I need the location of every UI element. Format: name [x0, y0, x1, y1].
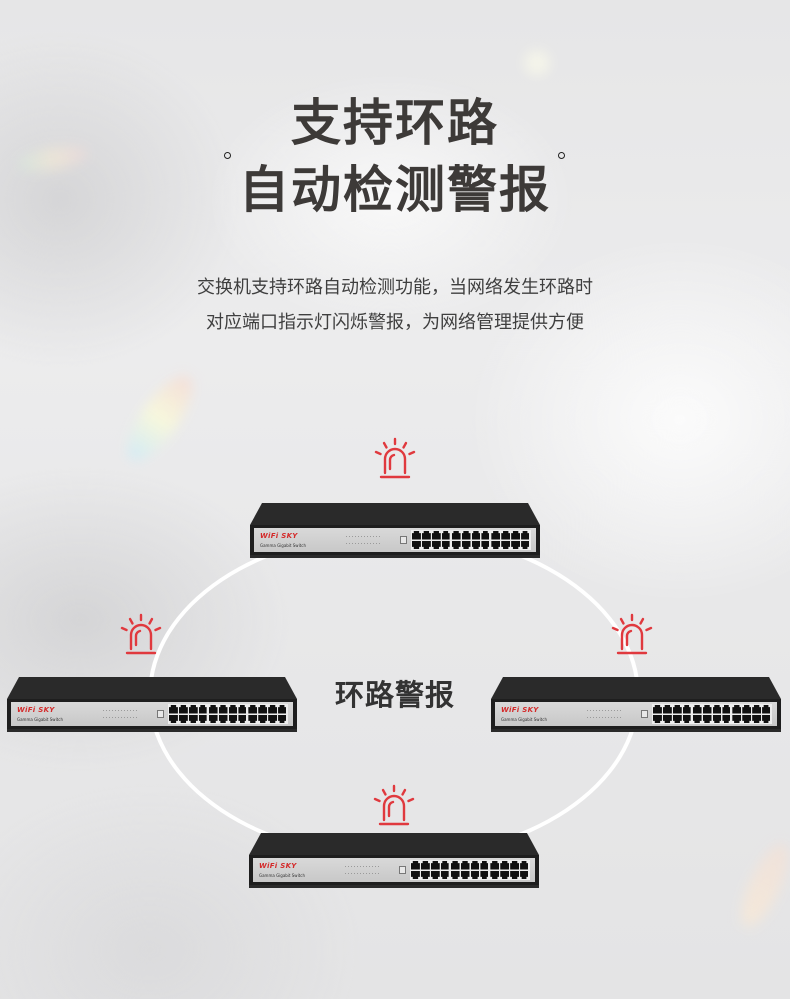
console-port-icon	[399, 866, 406, 874]
network-switch-left: WiFi SKY Gamma Gigabit Switch	[7, 677, 297, 733]
lens-flare	[522, 48, 552, 78]
switch-front-panel: WiFi SKY Gamma Gigabit Switch	[254, 528, 536, 552]
switch-front: WiFi SKY Gamma Gigabit Switch	[250, 525, 540, 555]
switch-chassis-top	[7, 677, 297, 701]
switch-front-panel: WiFi SKY Gamma Gigabit Switch	[253, 858, 535, 882]
lens-flare	[116, 366, 204, 470]
alarm-siren-icon	[371, 782, 417, 828]
switch-front: WiFi SKY Gamma Gigabit Switch	[249, 855, 539, 885]
switch-front-panel: WiFi SKY Gamma Gigabit Switch	[495, 702, 777, 726]
console-port-icon	[641, 710, 648, 718]
loop-alarm-label: 环路警报	[334, 678, 455, 712]
switch-model-label: Gamma Gigabit Switch	[260, 543, 306, 548]
ethernet-ports	[410, 860, 530, 880]
switch-brand-label: WiFi SKY	[17, 706, 55, 714]
ethernet-ports	[652, 704, 772, 724]
alarm-siren-icon	[118, 611, 164, 657]
switch-brand-label: WiFi SKY	[259, 862, 297, 870]
ethernet-ports	[168, 704, 288, 724]
switch-brand-label: WiFi SKY	[501, 706, 539, 714]
switch-model-label: Gamma Gigabit Switch	[501, 717, 547, 722]
network-switch-bottom: WiFi SKY Gamma Gigabit Switch	[249, 833, 539, 889]
headline-line-1: 支持环路	[291, 94, 499, 152]
switch-chassis-top	[491, 677, 781, 701]
alarm-siren-icon	[372, 435, 418, 481]
decorative-dot-icon	[558, 152, 565, 159]
description-line-2: 对应端口指示灯闪烁警报，为网络管理提供方便	[206, 312, 584, 333]
network-switch-right: WiFi SKY Gamma Gigabit Switch	[491, 677, 781, 733]
description-line-1: 交换机支持环路自动检测功能，当网络发生环路时	[197, 277, 593, 298]
switch-brand-label: WiFi SKY	[260, 532, 298, 540]
console-port-icon	[157, 710, 164, 718]
alarm-siren-icon	[609, 611, 655, 657]
network-switch-top: WiFi SKY Gamma Gigabit Switch	[250, 503, 540, 559]
decorative-dot-icon	[224, 152, 231, 159]
switch-front: WiFi SKY Gamma Gigabit Switch	[491, 699, 781, 729]
switch-front: WiFi SKY Gamma Gigabit Switch	[7, 699, 297, 729]
headline-line-2: 自动检测警报	[239, 161, 551, 219]
led-indicators	[587, 708, 621, 720]
switch-model-label: Gamma Gigabit Switch	[259, 873, 305, 878]
console-port-icon	[400, 536, 407, 544]
led-indicators	[345, 864, 379, 876]
switch-front-panel: WiFi SKY Gamma Gigabit Switch	[11, 702, 293, 726]
switch-chassis-top	[249, 833, 539, 857]
led-indicators	[346, 534, 380, 546]
ethernet-ports	[411, 530, 531, 550]
switch-model-label: Gamma Gigabit Switch	[17, 717, 63, 722]
switch-chassis-top	[250, 503, 540, 527]
led-indicators	[103, 708, 137, 720]
lens-flare	[732, 837, 790, 933]
